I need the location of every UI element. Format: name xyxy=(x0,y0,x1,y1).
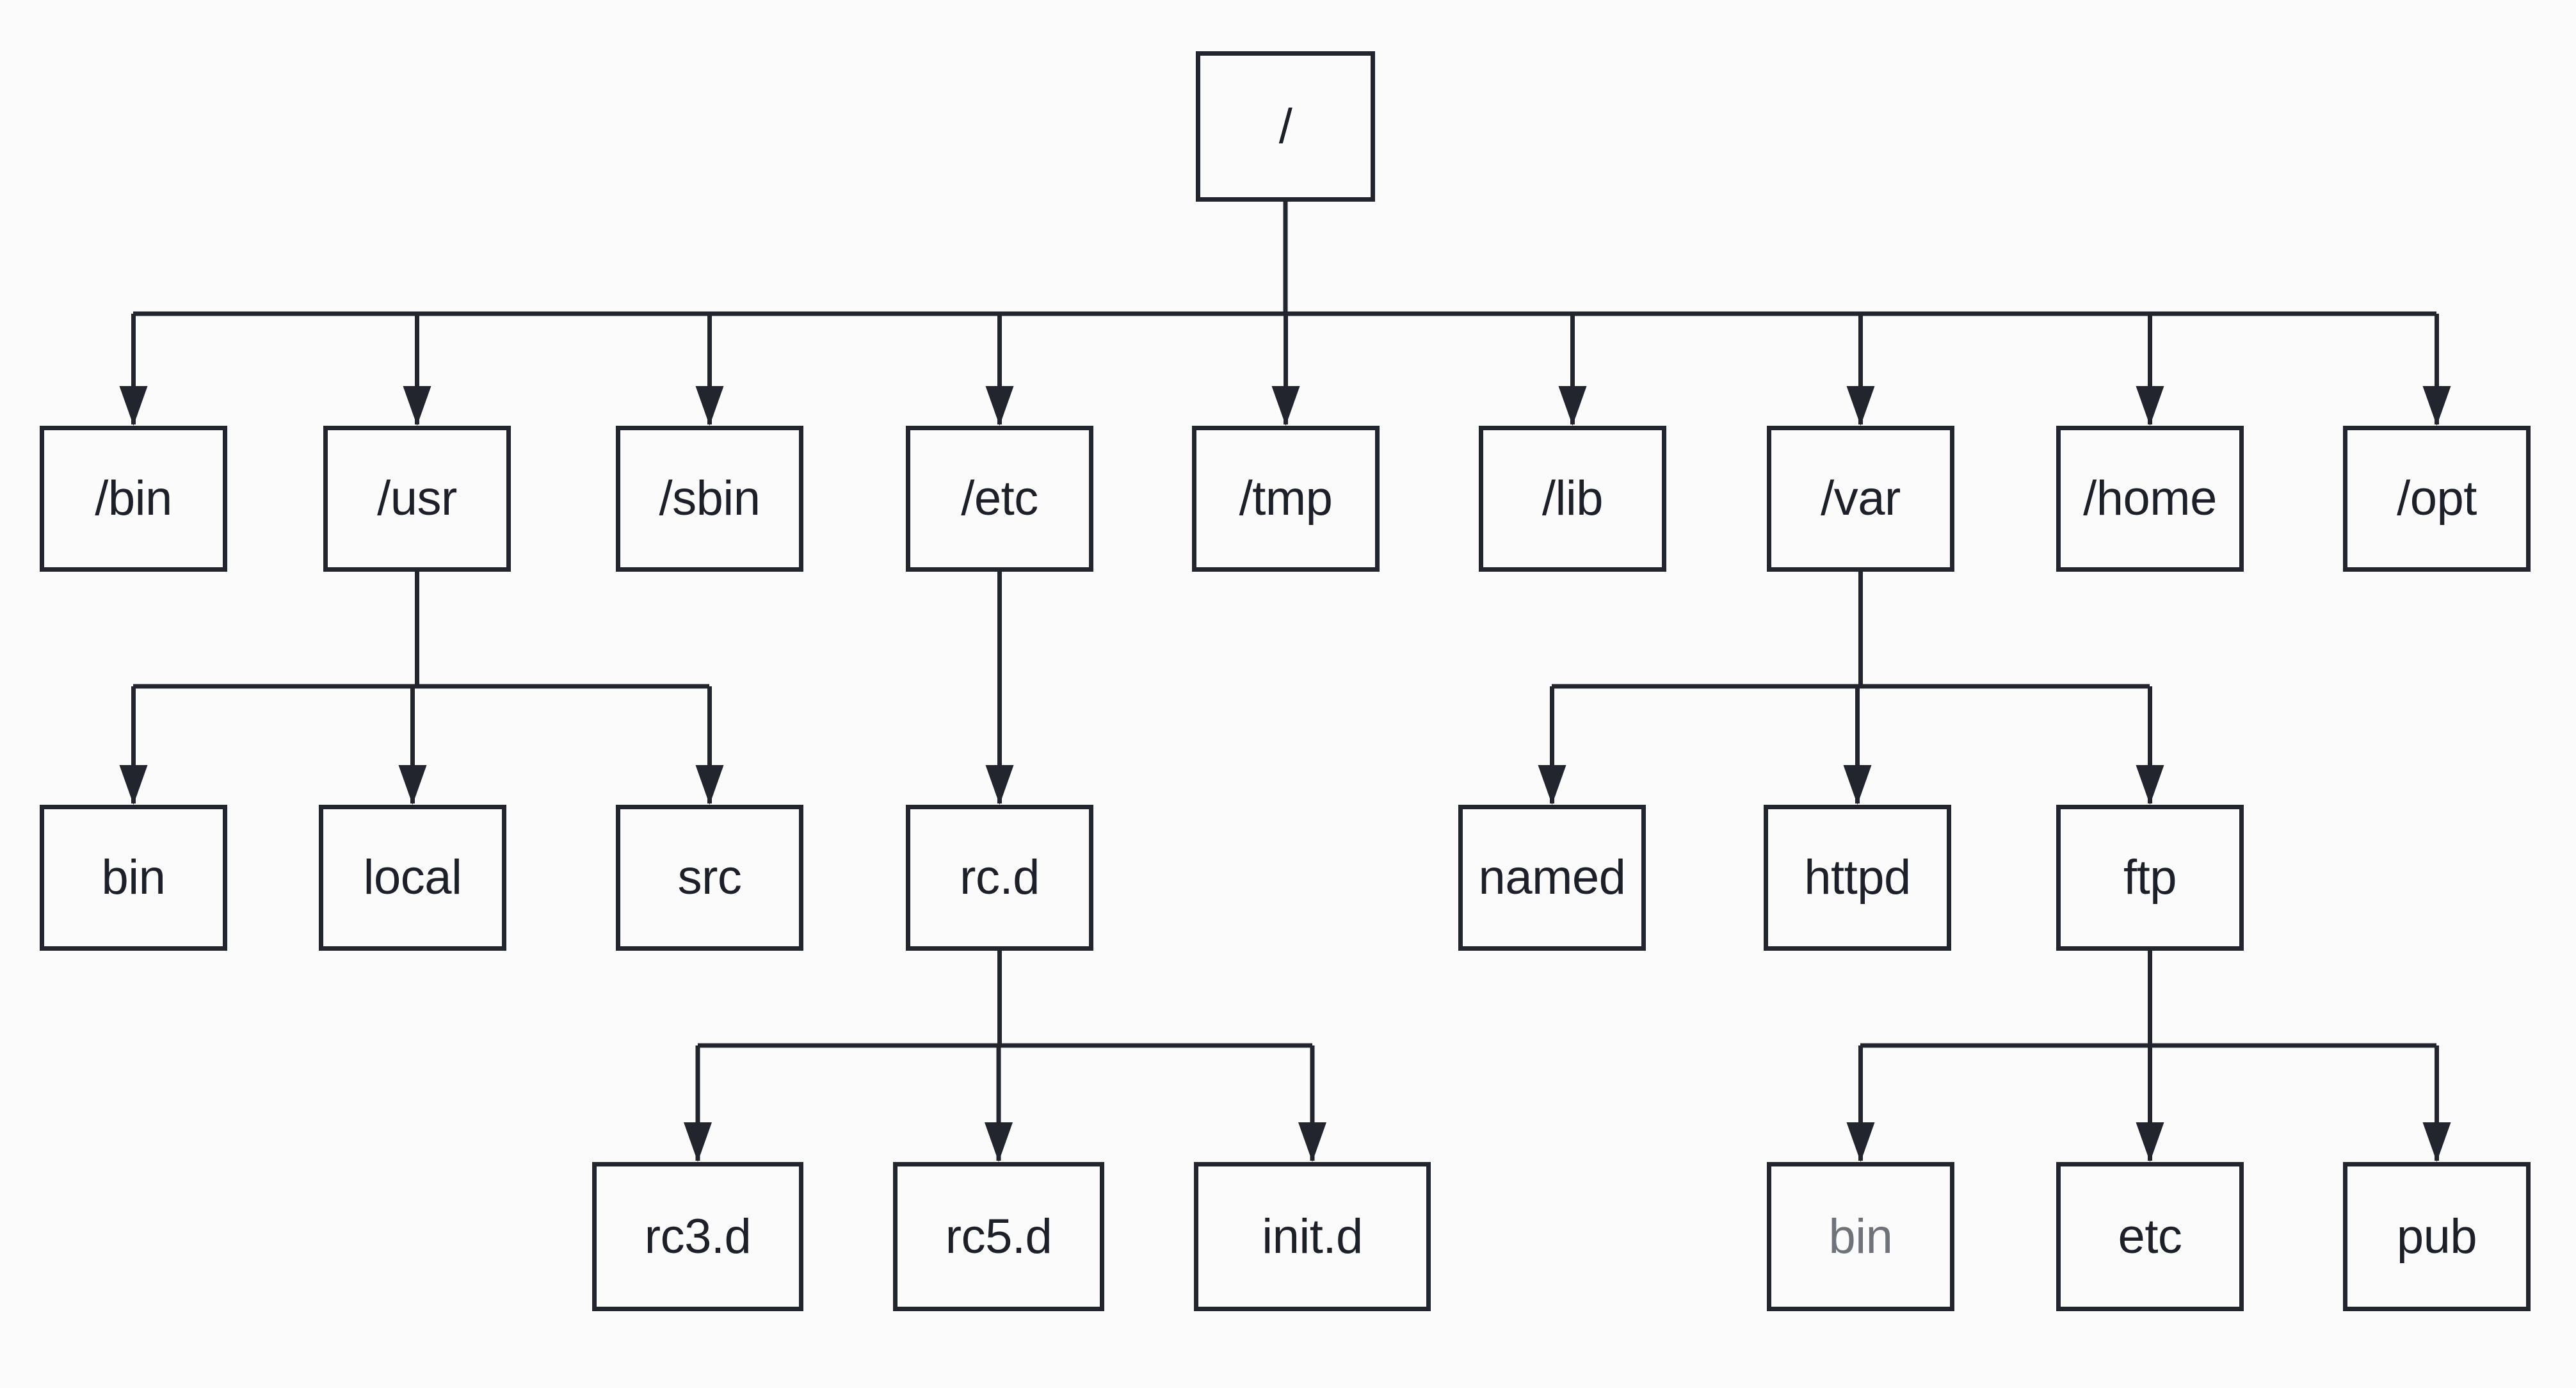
node-sbin[interactable]: /sbin xyxy=(616,426,803,572)
node-usr-local-label: local xyxy=(363,850,462,905)
node-usr-bin-label: bin xyxy=(101,850,166,905)
node-home[interactable]: /home xyxy=(2056,426,2244,572)
node-root-label: / xyxy=(1278,99,1292,154)
node-var-ftp[interactable]: ftp xyxy=(2056,805,2244,951)
node-etc-label: /etc xyxy=(961,471,1038,526)
node-etc[interactable]: /etc xyxy=(906,426,1093,572)
node-home-label: /home xyxy=(2083,471,2217,526)
node-rc5d[interactable]: rc5.d xyxy=(893,1162,1104,1311)
node-var-named-label: named xyxy=(1478,850,1626,905)
node-opt[interactable]: /opt xyxy=(2343,426,2531,572)
node-usr-src-label: src xyxy=(677,850,742,905)
node-root[interactable]: / xyxy=(1196,51,1375,202)
node-sbin-label: /sbin xyxy=(659,471,761,526)
node-rc3d[interactable]: rc3.d xyxy=(592,1162,803,1311)
node-ftp-pub-label: pub xyxy=(2396,1209,2477,1264)
node-var-ftp-label: ftp xyxy=(2123,850,2177,905)
node-usr-label: /usr xyxy=(377,471,457,526)
node-etc-rcd[interactable]: rc.d xyxy=(906,805,1093,951)
node-usr[interactable]: /usr xyxy=(323,426,511,572)
node-ftp-bin-label: bin xyxy=(1828,1209,1893,1264)
node-tmp-label: /tmp xyxy=(1239,471,1333,526)
node-ftp-pub[interactable]: pub xyxy=(2343,1162,2531,1311)
node-opt-label: /opt xyxy=(2397,471,2477,526)
node-ftp-etc[interactable]: etc xyxy=(2056,1162,2244,1311)
node-var-label: /var xyxy=(1821,471,1901,526)
node-initd-label: init.d xyxy=(1262,1209,1363,1264)
node-bin[interactable]: /bin xyxy=(40,426,227,572)
node-var-httpd-label: httpd xyxy=(1804,850,1911,905)
node-var-httpd[interactable]: httpd xyxy=(1764,805,1951,951)
node-usr-bin[interactable]: bin xyxy=(40,805,227,951)
node-etc-rcd-label: rc.d xyxy=(960,850,1040,905)
node-bin-label: /bin xyxy=(95,471,172,526)
node-usr-src[interactable]: src xyxy=(616,805,803,951)
node-ftp-bin[interactable]: bin xyxy=(1767,1162,1954,1311)
node-var-named[interactable]: named xyxy=(1458,805,1646,951)
node-lib[interactable]: /lib xyxy=(1479,426,1666,572)
node-tmp[interactable]: /tmp xyxy=(1192,426,1380,572)
node-rc3d-label: rc3.d xyxy=(644,1209,752,1264)
node-ftp-etc-label: etc xyxy=(2118,1209,2182,1264)
node-var[interactable]: /var xyxy=(1767,426,1954,572)
node-lib-label: /lib xyxy=(1542,471,1604,526)
node-initd[interactable]: init.d xyxy=(1194,1162,1431,1311)
node-rc5d-label: rc5.d xyxy=(945,1209,1052,1264)
node-usr-local[interactable]: local xyxy=(319,805,506,951)
